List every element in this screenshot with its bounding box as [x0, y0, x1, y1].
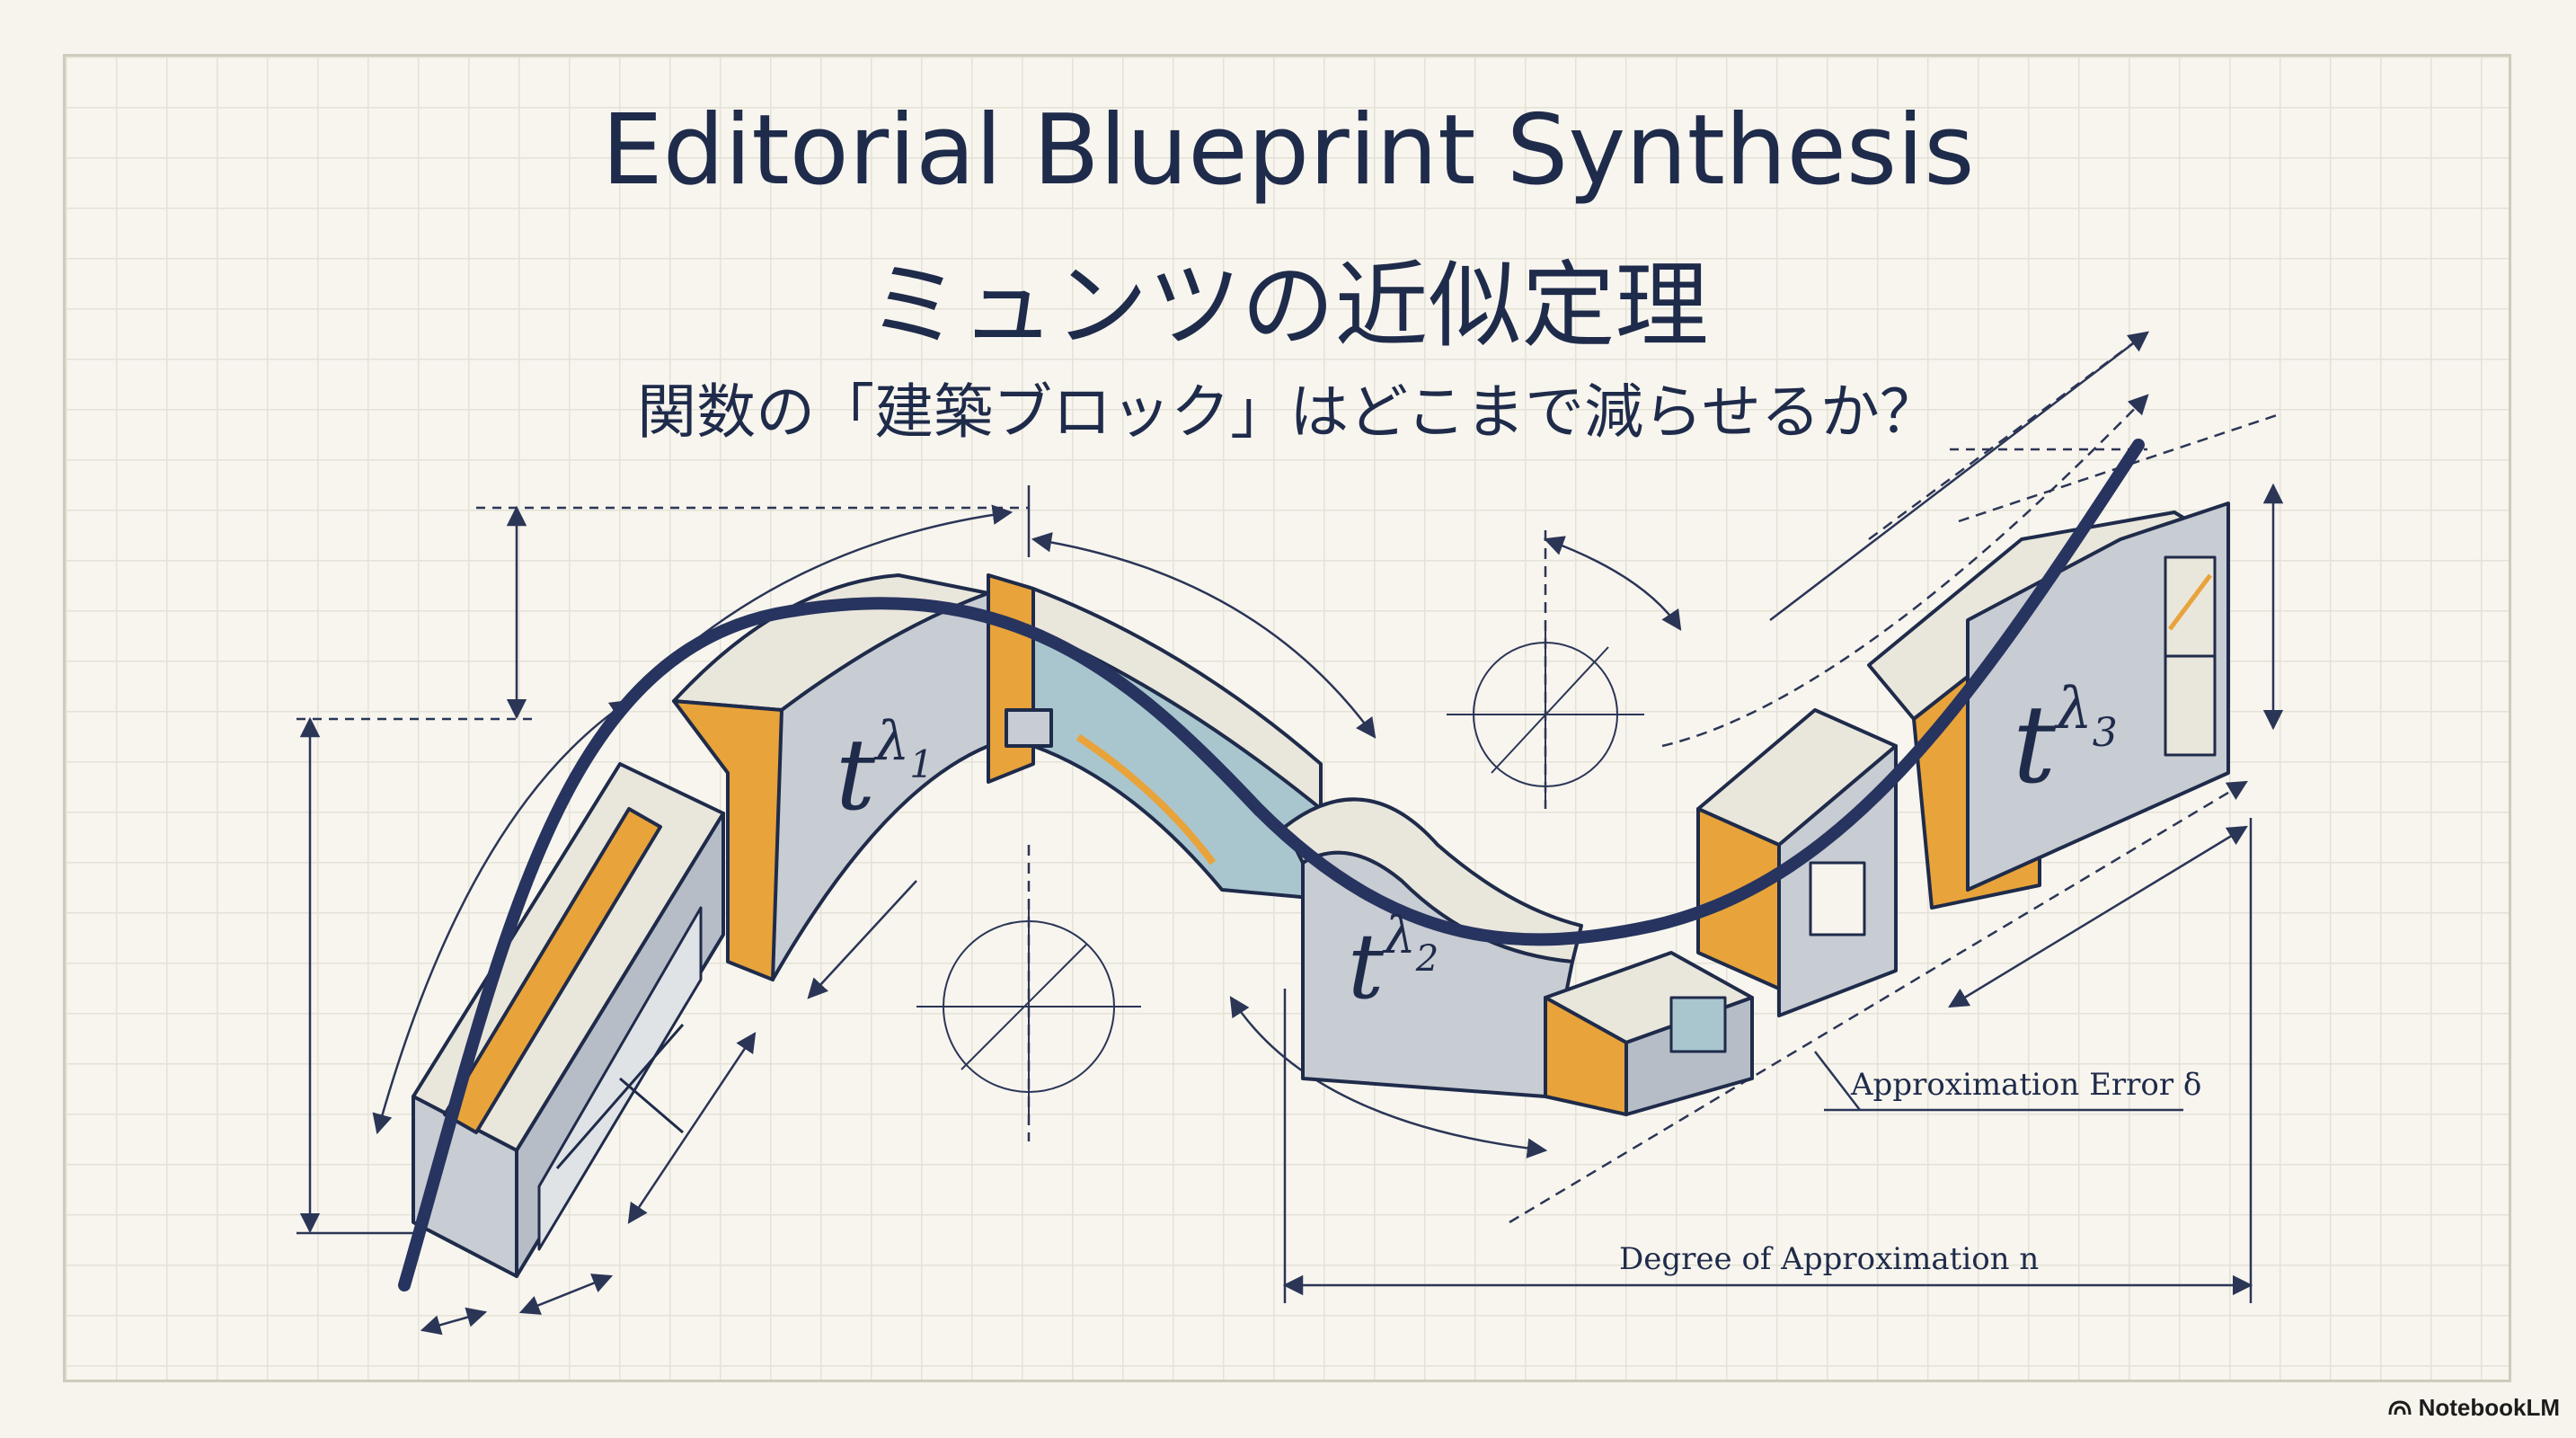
- degree-of-approximation-label: Degree of Approximation n: [1619, 1241, 2039, 1277]
- block-upper-right: [1696, 502, 2230, 1017]
- block-lower-left: [412, 762, 725, 1278]
- notebooklm-logo-icon: [2388, 1399, 2412, 1415]
- block2-label: tλ2: [1348, 907, 1438, 1019]
- block1-label: tλ1: [836, 710, 934, 832]
- block3-label: tλ3: [2013, 676, 2118, 808]
- block-middle: [1283, 797, 1754, 1116]
- brand-name: NotebookLM: [2418, 1394, 2560, 1421]
- page-title: Editorial Blueprint Synthesis: [601, 94, 1975, 207]
- approximating-curve: [398, 439, 2145, 1292]
- construction-circles: [916, 620, 1644, 1114]
- subtitle: 関数の「建築ブロック」はどこまで減らせるか？: [637, 377, 1939, 447]
- approximation-error-label: Approximation Error δ: [1850, 1067, 2201, 1103]
- notebooklm-watermark: NotebookLM: [2388, 1394, 2560, 1422]
- japanese-title: ミュンツの近似定理: [867, 251, 1709, 360]
